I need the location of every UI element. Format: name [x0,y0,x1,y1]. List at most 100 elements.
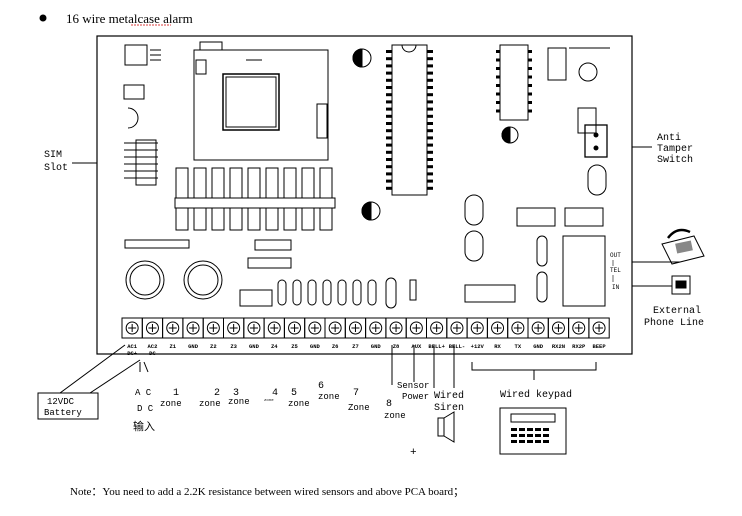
sim-label-2: Slot [44,162,68,174]
terminal-screw[interactable] [486,317,509,339]
terminal-label: Z8 [393,343,400,350]
terminal-screw[interactable] [283,317,306,339]
terminal-label: RX2P [572,343,586,350]
siren-plus: + [410,447,417,459]
phone-label-1: External [653,305,701,317]
terminal-label: TX [515,343,522,350]
battery-wire-1 [59,344,126,394]
terminal-screw[interactable] [324,317,346,339]
ic-pin [386,186,392,190]
ic-pin [528,84,532,87]
ic-pin [427,150,433,154]
pcb-board [96,35,633,355]
terminal-label: AC2 [147,343,157,350]
gsm-module [193,49,329,161]
ic-pin [528,67,532,70]
ic-pin [386,158,392,161]
siren-icon [437,411,455,443]
terminal-screw[interactable] [405,317,428,339]
ic-pin [496,101,500,104]
terminal-screw[interactable] [344,317,367,339]
ac-label: A C [135,388,152,398]
ic-pin [386,86,392,89]
terminal-screw[interactable] [365,317,387,339]
ic-pin [386,129,392,133]
zone2-label: zone [199,399,221,409]
ic-pin [528,50,532,53]
ic-pin [496,109,500,113]
terminal-screw[interactable] [385,317,407,339]
ic-pin [528,92,532,96]
dc-label: D C [137,404,154,414]
ic-pin [427,136,433,140]
label-in: IN [612,284,620,291]
telephone-icon [658,228,705,265]
ic-pin [427,64,433,68]
terminal-label: Z1 [169,343,176,350]
zone7-label: Zone [348,403,370,413]
terminal-screw[interactable] [162,317,184,339]
ic-pin [427,186,433,190]
terminal-label: Z4 [271,343,278,350]
capacitors [352,48,519,221]
sensor-label-1: Sensor [397,381,429,391]
ic-pin [386,64,392,68]
terminal-label: GND [533,343,544,350]
terminal-label: Z7 [352,343,359,350]
zone8-num: 8 [386,399,392,410]
zone7-num: 7 [353,388,359,399]
zone6-label: zone [318,392,340,402]
terminal-label: Z2 [210,343,217,350]
siren-label-2: Siren [434,402,464,414]
ic-pin [386,179,392,183]
terminal-label: BELL- [449,343,466,350]
zone3-num: 3 [233,388,239,399]
terminal-screw[interactable] [507,317,529,339]
terminal-screw[interactable] [446,317,468,339]
bottom-left-components [124,239,417,309]
terminal-screw[interactable] [466,317,488,339]
ic-pin [386,71,392,75]
terminal-screw[interactable] [426,317,448,339]
ic-pin [427,129,433,133]
terminal-label: GND [188,343,199,350]
zone4-label: zone [264,399,274,403]
ic-pin [427,100,433,104]
terminal-label: AC1 [127,343,138,350]
ic-pin [386,150,392,154]
resistance-note: Note：You need to add a 2.2K resistance b… [70,486,464,498]
ic-pin [427,78,433,82]
terminal-screw[interactable] [121,317,143,339]
zone5-num: 5 [291,388,297,399]
terminal-screw[interactable] [141,317,164,339]
right-blocks [464,194,606,307]
terminal-label: RX [494,343,501,350]
ic-pin [386,50,392,53]
ic-pin [386,107,392,111]
terminal-screw[interactable] [568,317,590,339]
terminal-screw[interactable] [243,317,265,339]
heatsink [174,167,336,231]
zone1-label: zone [160,399,182,409]
ic-pin [386,93,392,97]
ic-pin [427,114,433,118]
terminal-screw[interactable] [304,317,326,339]
phone-jack-icon [671,275,691,295]
terminal-screw[interactable] [202,317,224,339]
ic-pin [496,75,500,79]
terminal-screw[interactable] [527,317,549,339]
terminal-screw[interactable] [263,317,285,339]
zone2-num: 2 [214,388,220,399]
ic-pin [427,172,433,176]
label-tel: TEL [610,267,621,274]
ic-pin [496,92,500,96]
terminal-screw[interactable] [588,317,610,339]
terminal-label: +12V [471,343,485,350]
ic-pin [386,172,392,176]
zone5-label: zone [288,399,310,409]
terminal-screw[interactable] [223,317,245,339]
terminal-label: Z3 [230,343,237,350]
terminal-screw[interactable] [182,317,204,339]
tamper-label-2: Tamper [657,144,693,155]
terminal-screw[interactable] [547,317,570,339]
